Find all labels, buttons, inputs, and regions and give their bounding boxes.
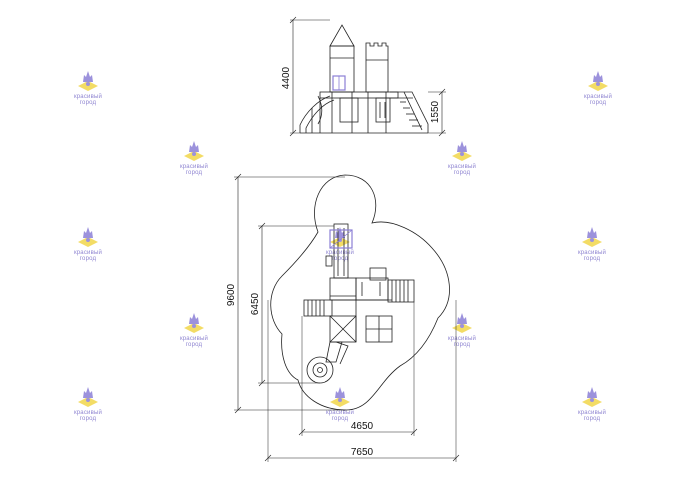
watermark-logo: красивый город xyxy=(63,68,113,108)
castle-logo-icon xyxy=(582,227,602,247)
watermark-logo: красивый город xyxy=(567,224,617,264)
plan-view xyxy=(234,173,460,462)
castle-logo-icon xyxy=(184,313,204,333)
watermark-logo: красивый город xyxy=(567,384,617,424)
safety-zone-outline xyxy=(270,174,450,411)
dimension-label-elevation-height: 4400 xyxy=(281,66,292,89)
watermark-logo: красивый город xyxy=(437,138,487,178)
castle-logo-icon xyxy=(78,387,98,407)
watermark-logo: красивый город xyxy=(63,384,113,424)
watermark-logo: красивый город xyxy=(63,224,113,264)
castle-logo-icon xyxy=(588,71,608,91)
watermark-logo: красивый город xyxy=(437,310,487,350)
dimension-label-plan-depth-inner: 6450 xyxy=(250,292,261,315)
watermark-logo: красивый город xyxy=(169,138,219,178)
watermark-logo: красивый город xyxy=(315,384,365,424)
castle-logo-icon xyxy=(184,141,204,161)
castle-logo-icon xyxy=(582,387,602,407)
elevation-view xyxy=(289,16,446,137)
dimension-label-plan-width-inner: 4650 xyxy=(351,421,374,432)
castle-logo-icon xyxy=(452,313,472,333)
castle-logo-icon xyxy=(78,71,98,91)
dimension-label-plan-width-total: 7650 xyxy=(351,447,374,458)
dimension-label-platform-height: 1550 xyxy=(430,100,441,123)
castle-logo-icon xyxy=(330,387,350,407)
castle-logo-icon xyxy=(452,141,472,161)
watermark-logo: красивый город xyxy=(169,310,219,350)
castle-logo-icon xyxy=(78,227,98,247)
watermark-logo: красивый город xyxy=(573,68,623,108)
dimension-label-plan-depth-total: 9600 xyxy=(226,283,237,306)
